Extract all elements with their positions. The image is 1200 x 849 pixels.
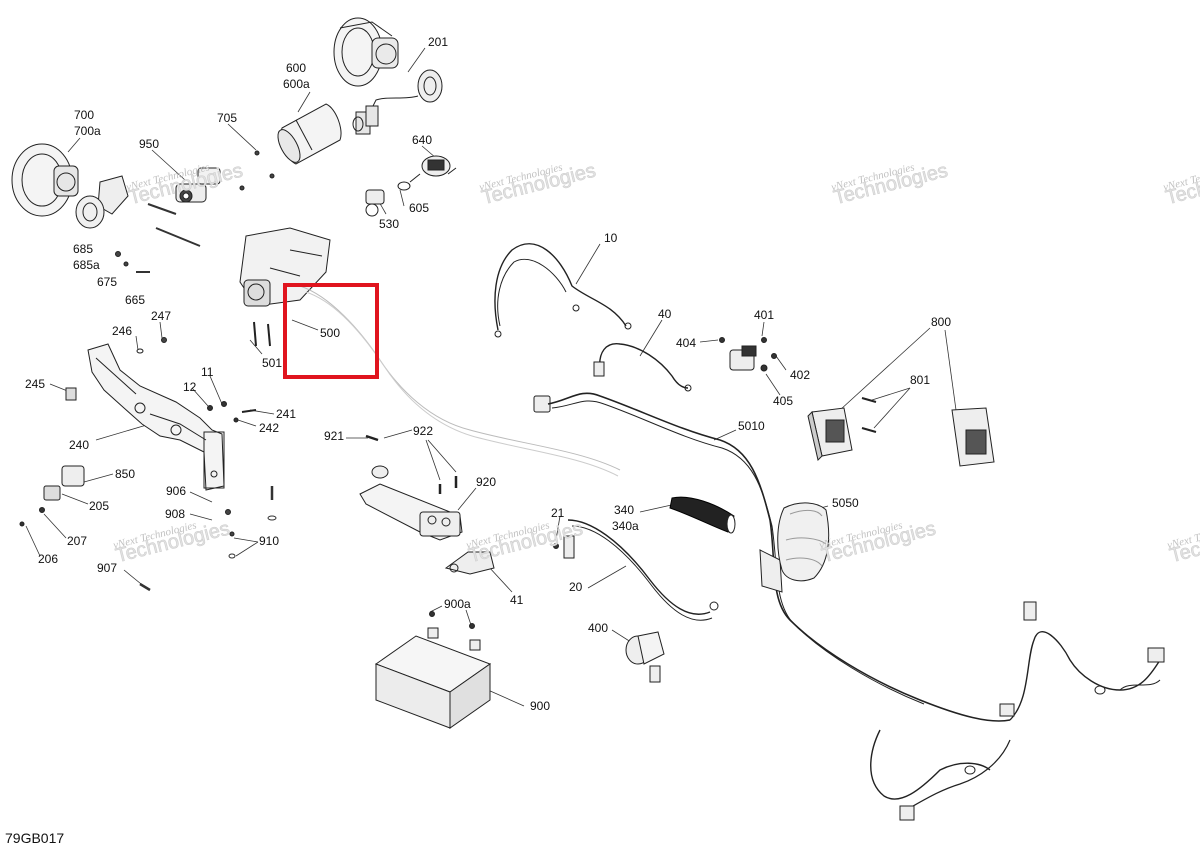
callout-label[interactable]: 907 (97, 561, 118, 575)
callout-label[interactable]: 207 (67, 534, 88, 548)
callout-label[interactable]: 800 (931, 315, 952, 329)
headlight-700 (12, 144, 128, 228)
callout-label[interactable]: 900 (530, 699, 551, 713)
callout-label[interactable]: 402 (790, 368, 811, 382)
boot-340 (670, 497, 735, 533)
callout-label[interactable]: 245 (25, 377, 46, 391)
callout-label[interactable]: 21 (551, 506, 565, 520)
callout-label[interactable]: 400 (588, 621, 609, 635)
relay-850 (20, 466, 84, 526)
cover-5050 (778, 503, 829, 581)
callout-label[interactable]: 910 (259, 534, 280, 548)
callout-label[interactable]: 600 (286, 61, 307, 75)
callout-label[interactable]: 20 (569, 580, 583, 594)
headlight-201 (334, 18, 442, 134)
callout-label[interactable]: 242 (259, 421, 280, 435)
callout-label[interactable]: 246 (112, 324, 133, 338)
connector-605-530 (366, 182, 410, 216)
solenoid-400 (626, 632, 664, 682)
callout-label[interactable]: 665 (125, 293, 146, 307)
fasteners-top (116, 151, 275, 353)
callout-label[interactable]: 908 (165, 507, 186, 521)
switch-950 (176, 168, 220, 202)
callout-label[interactable]: 605 (409, 201, 430, 215)
relay-404 (720, 338, 777, 372)
callout-label[interactable]: 600a (283, 77, 310, 91)
callout-label[interactable]: 950 (139, 137, 160, 151)
harness-10 (495, 244, 631, 337)
callout-label[interactable]: 5010 (738, 419, 765, 433)
callout-label[interactable]: 685 (73, 242, 94, 256)
callout-label[interactable]: 920 (476, 475, 497, 489)
callout-label[interactable]: 405 (773, 394, 794, 408)
callout-label[interactable]: 340 (614, 503, 635, 517)
cable-40 (594, 344, 691, 391)
callout-label[interactable]: 530 (379, 217, 400, 231)
callout-label[interactable]: 500 (320, 326, 341, 340)
callout-label[interactable]: 240 (69, 438, 90, 452)
callout-label[interactable]: 340a (612, 519, 639, 533)
callout-label[interactable]: 12 (183, 380, 197, 394)
callout-label[interactable]: 801 (910, 373, 931, 387)
callout-label[interactable]: 247 (151, 309, 172, 323)
callout-label[interactable]: 922 (413, 424, 434, 438)
callout-label[interactable]: 40 (658, 307, 672, 321)
callout-label[interactable]: 640 (412, 133, 433, 147)
callout-label[interactable]: 501 (262, 356, 283, 370)
filter-600 (273, 104, 363, 166)
cable-20 (554, 520, 719, 620)
harness-5010 (534, 393, 1164, 820)
callout-label[interactable]: 10 (604, 231, 618, 245)
callout-label[interactable]: 201 (428, 35, 449, 49)
callout-label[interactable]: 900a (444, 597, 471, 611)
leader-lines (26, 48, 956, 706)
callout-label[interactable]: 11 (201, 365, 214, 379)
diagram-code: 79GB017 (5, 830, 65, 846)
highlight-box (283, 283, 379, 379)
callout-label[interactable]: 41 (510, 593, 524, 607)
callout-label[interactable]: 685a (73, 258, 100, 272)
callout-label[interactable]: 404 (676, 336, 697, 350)
callout-label[interactable]: 921 (324, 429, 345, 443)
callout-label[interactable]: 675 (97, 275, 118, 289)
callout-label[interactable]: 906 (166, 484, 187, 498)
callout-label[interactable]: 850 (115, 467, 136, 481)
callout-label[interactable]: 700 (74, 108, 95, 122)
callout-label[interactable]: 205 (89, 499, 110, 513)
connector-640 (410, 156, 456, 182)
callout-label[interactable]: 705 (217, 111, 238, 125)
bracket-240 (66, 344, 256, 490)
callout-label[interactable]: 401 (754, 308, 775, 322)
callout-label[interactable]: 700a (74, 124, 101, 138)
callout-label[interactable]: 5050 (832, 496, 859, 510)
bracket-920 (360, 436, 494, 574)
callout-label[interactable]: 241 (276, 407, 297, 421)
battery-900 (376, 612, 490, 729)
callout-label[interactable]: 206 (38, 552, 59, 566)
fasteners-mid (140, 486, 276, 590)
module-800 (808, 398, 994, 466)
